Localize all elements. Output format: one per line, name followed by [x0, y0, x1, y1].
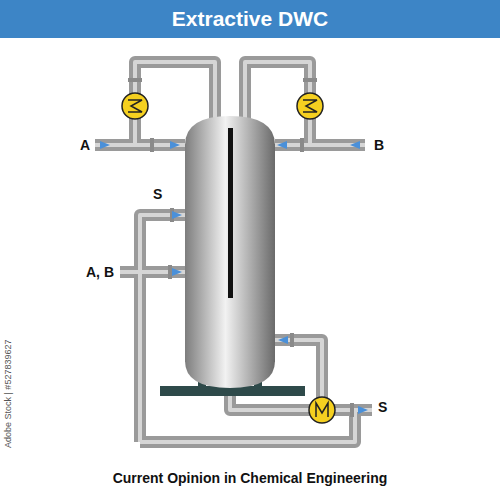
distillation-column: [160, 116, 305, 396]
title: Extractive DWC: [0, 7, 500, 31]
dividing-wall: [228, 128, 233, 298]
stream-label: S: [378, 399, 387, 415]
stream-label: B: [374, 137, 384, 153]
pipe-flanges: [128, 78, 354, 417]
caption: Current Opinion in Chemical Engineering: [0, 470, 500, 486]
condenser-left: [122, 93, 148, 119]
watermark: Adobe Stock | #527839627: [3, 340, 13, 448]
pipes: [95, 62, 372, 442]
stream-label: A: [80, 137, 90, 153]
stream-label: S: [153, 186, 162, 202]
flow-arrows: [100, 141, 368, 414]
reboiler: [309, 397, 335, 423]
stream-label: A, B: [86, 264, 114, 280]
condenser-right: [297, 93, 323, 119]
